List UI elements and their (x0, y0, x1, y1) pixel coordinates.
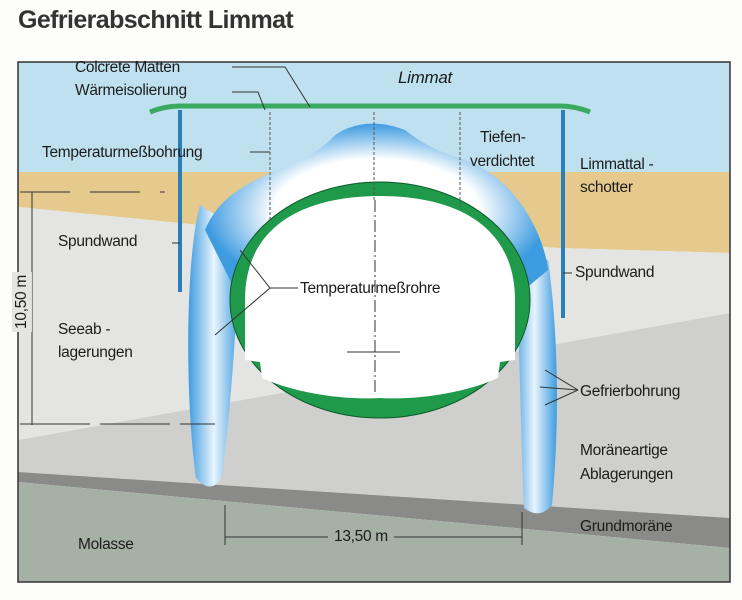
ground-moraine-layer (18, 472, 730, 548)
label-limmat: Limmat (398, 68, 452, 87)
label-temperaturmessbohrung: Temperaturmeßbohrung (42, 144, 203, 161)
label-verdichtet: verdichtet (470, 153, 535, 170)
label-leaders (214, 66, 579, 406)
label-lagerungen: lagerungen (58, 344, 133, 361)
label-grundmoraene: Grundmoräne (580, 518, 673, 535)
colcrete-mat (149, 103, 591, 115)
diagram-title: Gefrierabschnitt Limmat (18, 6, 294, 34)
height-dimension-label: 10,50 m (11, 272, 32, 332)
label-gefrierbohrung: Gefrierbohrung (580, 383, 681, 400)
label-limmattal: Limmattal - (580, 156, 654, 173)
label-tiefen: Tiefen- (480, 129, 526, 146)
frozen-column-left (188, 205, 240, 487)
label-spundwand-left: Spundwand (58, 233, 138, 250)
label-spundwand-right: Spundwand (575, 264, 655, 281)
tunnel-interior (245, 196, 515, 399)
label-waermeisolierung: Wärmeisolierung (75, 82, 187, 99)
label-temperaturmessrohre: Temperaturmeßrohre (300, 280, 441, 297)
width-dimension-label: 13,50 m (328, 527, 394, 547)
label-molasse: Molasse (78, 536, 134, 553)
label-ablagerungen: Ablagerungen (580, 466, 673, 483)
label-moraeneartige: Moräneartige (580, 442, 668, 459)
label-seeab: Seeab - (58, 321, 111, 338)
label-colcrete-matten: Colcrete Matten (75, 59, 180, 76)
measurement-boreholes (269, 112, 461, 222)
label-schotter: schotter (580, 179, 633, 196)
